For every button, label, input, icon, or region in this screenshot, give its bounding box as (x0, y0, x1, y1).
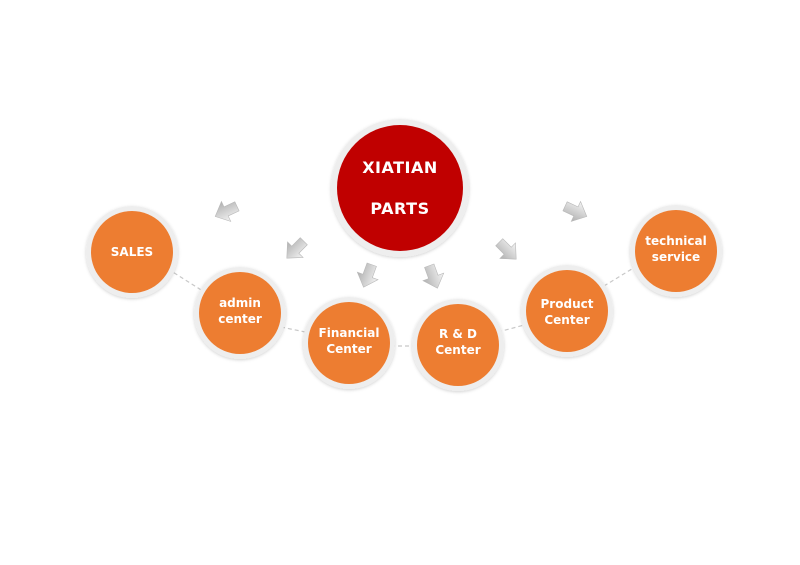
center-node-line1: XIATIAN (362, 158, 438, 177)
connector-rd-product (497, 323, 529, 333)
dept-node-technical: technical service (630, 205, 722, 297)
dept-node-sales-line1: SALES (111, 245, 153, 259)
arrow-to-product (495, 238, 517, 260)
dept-node-financial-line2: Center (326, 342, 371, 356)
dept-node-product-line2: Center (544, 313, 589, 327)
dept-node-admin-line1: admin (219, 296, 261, 310)
arrows (214, 200, 588, 289)
dept-node-rd: R & D Center (412, 299, 504, 391)
dept-node-admin-line2: center (218, 312, 262, 326)
dept-node-financial: Financial Center (303, 297, 395, 389)
dept-node-financial-circle (308, 302, 390, 384)
center-node (331, 119, 469, 257)
dept-node-technical-circle (635, 210, 717, 292)
dept-node-technical-line1: technical (645, 234, 707, 248)
arrow-to-rd (422, 263, 445, 289)
center-node-circle (337, 125, 463, 251)
dept-node-product-line1: Product (541, 297, 594, 311)
arrow-to-sales (214, 200, 240, 222)
dept-node-product-circle (526, 270, 608, 352)
center-node-line2: PARTS (370, 199, 429, 218)
dept-node-sales-circle (91, 211, 173, 293)
connector-sales-admin (167, 268, 207, 294)
dept-node-admin: admin center (194, 267, 286, 359)
arrow-to-financial (356, 262, 379, 288)
arrow-to-technical (562, 200, 588, 222)
dept-node-sales: SALES (86, 206, 178, 298)
dept-node-rd-circle (417, 304, 499, 386)
dept-node-product: Product Center (521, 265, 613, 357)
dept-node-rd-line1: R & D (439, 327, 477, 341)
dept-node-rd-line2: Center (435, 343, 480, 357)
arrow-to-admin (286, 237, 308, 259)
dept-node-financial-line1: Financial (319, 326, 380, 340)
dept-node-technical-line2: service (652, 250, 700, 264)
dept-node-admin-circle (199, 272, 281, 354)
